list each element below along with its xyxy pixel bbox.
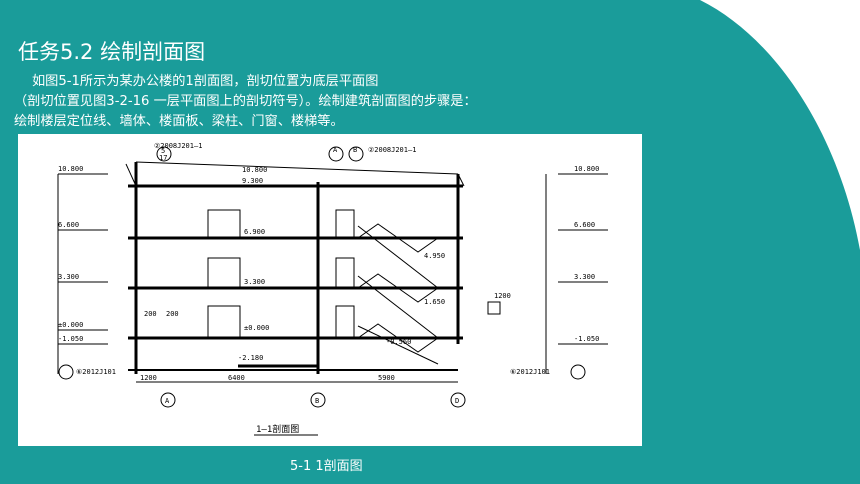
dim-label: 6400 <box>228 374 245 382</box>
ref-num: 5 <box>161 147 165 155</box>
elev-label: 6.900 <box>244 228 265 236</box>
ref-note-top-left: ②2008J201—1 <box>154 142 202 150</box>
elev-label: -0.560 <box>386 338 411 346</box>
ref-mid: A <box>333 146 338 154</box>
elev-label: 6.600 <box>574 221 595 229</box>
elev-label: -1.050 <box>574 335 599 343</box>
ref-note-bottom-right: ⑥2012J101 <box>510 368 550 376</box>
elev-label: 9.300 <box>242 177 263 185</box>
section-title: 1—1剖面图 <box>256 423 299 435</box>
intro-paragraph: 如图5-1所示为某办公楼的1剖面图，剖切位置为底层平面图 （剖切位置见图3-2-… <box>14 72 624 132</box>
elev-label: ±0.000 <box>244 324 269 332</box>
axis-label: A <box>165 397 170 405</box>
elev-label: 3.300 <box>244 278 265 286</box>
paragraph-line: （剖切位置见图3-2-16 一层平面图上的剖切符号）。绘制建筑剖面图的步骤是： <box>14 94 477 109</box>
elev-label: -1.050 <box>58 335 83 343</box>
axis-label: D <box>455 397 459 405</box>
paragraph-line: 如图5-1所示为某办公楼的1剖面图，剖切位置为底层平面图 <box>32 74 379 89</box>
elev-label: 4.950 <box>424 252 445 260</box>
ref-note-bottom-left: ⑥2012J101 <box>76 368 116 376</box>
ref-mid-den: B <box>353 146 357 154</box>
elev-label: 10.800 <box>242 166 267 174</box>
elev-label: ±0.000 <box>58 321 83 329</box>
dim-label: 5900 <box>378 374 395 382</box>
dim-label: 200 <box>166 310 179 318</box>
slide-title: 任务5.2 绘制剖面图 <box>18 40 206 64</box>
ref-den: 17 <box>159 154 167 162</box>
paragraph-line: 绘制楼层定位线、墙体、楼面板、梁柱、门窗、楼梯等。 <box>14 114 344 129</box>
figure-caption: 5-1 1剖面图 <box>290 459 363 474</box>
dim-label: 1200 <box>140 374 157 382</box>
elev-label: 3.300 <box>574 273 595 281</box>
elev-label: 10.800 <box>58 165 83 173</box>
dim-label: 200 <box>144 310 157 318</box>
elev-label: -2.180 <box>238 354 263 362</box>
dim-label: 1200 <box>494 292 511 300</box>
elev-label: 1.650 <box>424 298 445 306</box>
elev-label: 3.300 <box>58 273 79 281</box>
elev-label: 6.600 <box>58 221 79 229</box>
axis-label: B <box>315 397 319 405</box>
elev-label: 10.800 <box>574 165 599 173</box>
ref-note-top-right: ②2008J201—1 <box>368 146 416 154</box>
section-drawing-svg: ②2008J201—1 5 17 A B ②2008J201—1 ⑥2012J1… <box>57 142 608 436</box>
section-drawing: ②2008J201—1 5 17 A B ②2008J201—1 ⑥2012J1… <box>18 134 642 446</box>
